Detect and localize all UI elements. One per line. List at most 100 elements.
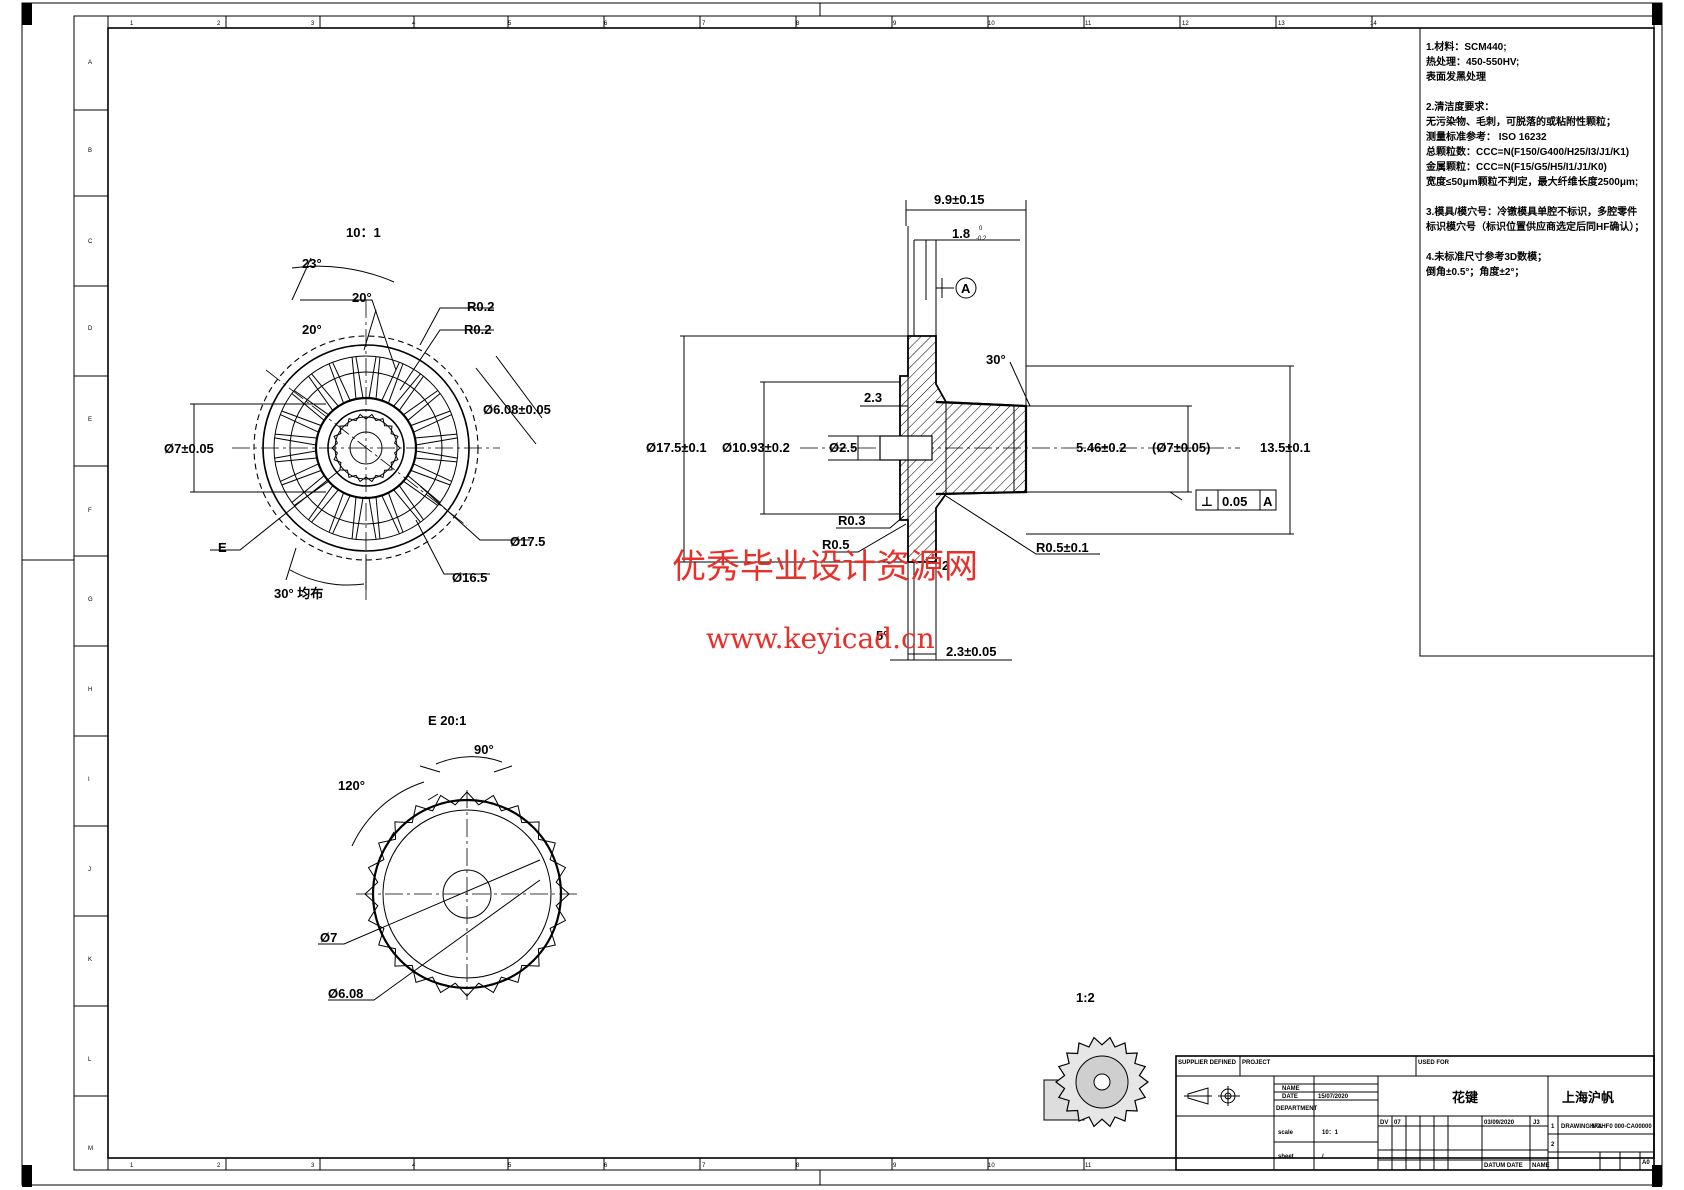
serration-outline [364, 791, 570, 997]
tb-rev-date: 03/09/2020 [1484, 1120, 1515, 1126]
note-line: 4.未标准尺寸参考3D数模； [1426, 250, 1547, 263]
zone-col-13: 13 [1278, 21, 1285, 27]
front-dia-608: Ø6.08±0.05 [483, 402, 551, 417]
gear-tooth-edge [311, 489, 339, 523]
gear-tooth-edge [413, 414, 452, 433]
watermark-line1: 优秀毕业设计资源网 [672, 547, 978, 587]
tb-project: PROJECT [1242, 1060, 1271, 1066]
gear-tooth-edge [381, 495, 400, 534]
front-dia-165: Ø16.5 [452, 570, 487, 585]
gear-tooth-edge [351, 357, 357, 400]
note-line: 测量标准参考： ISO 16232 [1426, 130, 1547, 143]
gear-tooth-edge [293, 390, 329, 416]
front-angle-20-top: 20° [352, 290, 372, 305]
detail-angle-120: 120° [338, 778, 365, 793]
zone-strip-bottom: 1 2 3 4 5 6 7 8 9 10 11 [107, 1158, 1092, 1170]
gear-tooth-edge [398, 375, 424, 411]
zone-col-9: 9 [893, 21, 897, 27]
section-d-135: 13.5±0.1 [1260, 440, 1311, 455]
gear-tooth-edge [387, 492, 404, 533]
bottom-col-3: 3 [311, 1163, 315, 1169]
gear-tooth-edge [415, 437, 458, 446]
note-line: 热处理：450-550HV; [1426, 55, 1519, 68]
gear-tooth-edge [274, 437, 317, 446]
tb-size: A0 [1642, 1160, 1650, 1166]
tb-sheet-label: sheet [1278, 1154, 1294, 1160]
tb-dv: DV [1380, 1120, 1388, 1126]
front-view-scale: 10：1 [346, 225, 381, 240]
title-block: SUPPLIER DEFINED PROJECT USED FOR NAME D… [1175, 1055, 1655, 1171]
zone-row-l: L [88, 1057, 92, 1063]
note-line: 标识模穴号（标识位置供应商选定后同HF确认）； [1425, 220, 1644, 233]
gear-tooth-edge [355, 497, 364, 540]
gear-tooth-edge [311, 373, 339, 407]
tb-dv-value: 07 [1394, 1120, 1401, 1126]
gear-tooth-edge [387, 363, 404, 404]
gear-tooth-edge [393, 489, 421, 523]
section-view: 9.9±0.15 1.8 0 -0.2 A 30° 13.5±0.1 Ø17.5… [646, 192, 1311, 661]
gear-tooth-edge [413, 463, 452, 482]
projection-symbol [1184, 1086, 1240, 1106]
tb-date-label: DATE [1282, 1094, 1298, 1100]
bottom-col-4: 4 [412, 1163, 416, 1169]
tb-name2: NAME [1532, 1163, 1550, 1169]
front-dia-7: Ø7±0.05 [164, 441, 214, 456]
note-line: 总颗粒数：CCC=N(F150/G400/H25/I3/J1/K1) [1426, 145, 1629, 158]
section-d-23: 2.3 [864, 390, 882, 405]
note-line: 1.材料：SCM440; [1426, 40, 1507, 53]
zone-row-k: K [88, 957, 92, 963]
section-angle-5: 5° [876, 628, 888, 643]
gear-tooth-edge [274, 450, 317, 459]
gear-tooth-edge [375, 357, 381, 400]
gear-tooth-edge [275, 433, 318, 439]
gear-tooth-edge [381, 362, 400, 401]
gear-tooth-edge [393, 373, 421, 407]
front-spline-profile [331, 413, 401, 483]
tb-part-name: 花键 [1452, 1090, 1478, 1105]
zone-row-b: B [88, 148, 92, 154]
section-dia-1093: Ø10.93±0.2 [722, 440, 790, 455]
gear-tooth-edge [291, 475, 325, 503]
zone-col-4: 4 [412, 21, 416, 27]
zone-row-g: G [88, 597, 93, 603]
zone-row-e: E [88, 417, 92, 423]
zone-row-m: M [88, 1146, 93, 1152]
tb-dept-label: DEPARTMENT [1276, 1106, 1318, 1112]
watermark: 优秀毕业设计资源网 www.keyicad.cn [672, 547, 978, 655]
zone-strip-top: 1 2 3 4 5 6 7 8 9 10 11 12 13 14 [107, 16, 1655, 28]
front-angle-23: 23° [302, 256, 322, 271]
gear-tooth-edge [280, 414, 319, 433]
tb-row1: 1 [1551, 1124, 1555, 1130]
front-dia-175: Ø17.5 [510, 534, 545, 549]
section-r03: R0.3 [838, 513, 865, 528]
iso-gear-bore [1093, 1073, 1111, 1091]
note-line: 倒角±0.5°；角度±2°； [1425, 265, 1524, 278]
iso-view: 1:2 [1043, 990, 1149, 1128]
note-line: 无污染物、毛刺，可脱落的或粘附性颗粒； [1425, 115, 1616, 128]
gear-tooth-edge [368, 497, 377, 540]
note-line: 3.模具/模穴号：冷镦模具单腔不标识，多腔零件 [1426, 205, 1637, 218]
notes-box: 1.材料：SCM440; 热处理：450-550HV; 表面发黑处理2.清洁度要… [1419, 27, 1655, 657]
tb-company: 上海沪帆 [1562, 1090, 1614, 1105]
zone-col-14: 14 [1370, 21, 1377, 27]
tb-row2: 2 [1551, 1142, 1555, 1148]
tb-date-value: 15/07/2020 [1318, 1094, 1349, 1100]
tb-drawing-value: HF4HF0 000-CA00000 [1590, 1124, 1652, 1130]
zone-row-f: F [88, 508, 92, 514]
section-r05-tol: R0.5±0.1 [1036, 540, 1089, 555]
gear-tooth-edge [368, 356, 377, 399]
section-perp-datum: A [1263, 494, 1273, 509]
gear-tooth-edge [355, 356, 364, 399]
note-line: 宽度≤50μm颗粒不判定，最大纤维长度2500μm; [1425, 175, 1638, 188]
section-dia-7-ref: (Ø7±0.05) [1152, 440, 1210, 455]
section-dia-175: Ø17.5±0.1 [646, 440, 707, 455]
bottom-col-6: 6 [604, 1163, 608, 1169]
tb-used-for: USED FOR [1418, 1060, 1450, 1066]
tb-rev-code: J3 [1533, 1120, 1540, 1126]
bottom-col-1: 1 [130, 1163, 134, 1169]
zone-col-6: 6 [604, 21, 608, 27]
detail-title: E 20:1 [428, 713, 466, 728]
gear-tooth-edge [308, 375, 334, 411]
gear-tooth-edge [407, 393, 441, 421]
gear-tooth-edge [410, 469, 451, 486]
